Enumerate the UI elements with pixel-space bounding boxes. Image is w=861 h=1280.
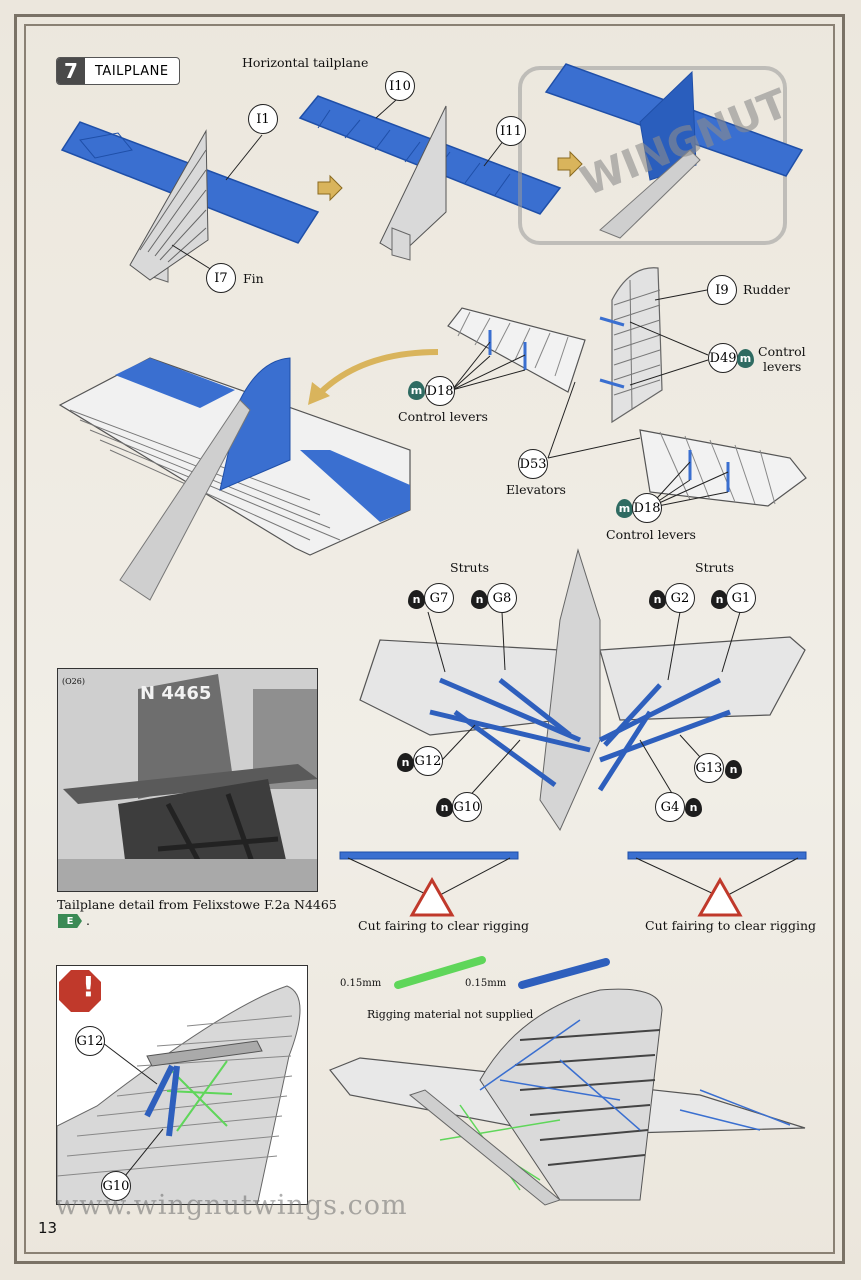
struts-label-left: Struts [450, 560, 490, 575]
callout-i9: I9 [707, 275, 737, 305]
rudder-label: Rudder [743, 282, 790, 297]
paint-n-g8: n [471, 590, 488, 609]
caption-end: . [86, 913, 90, 928]
rigging-size-green: 0.15mm [340, 978, 382, 989]
callout-i10: I10 [385, 71, 415, 101]
callout-g2: G2 [665, 583, 695, 613]
rigging-size-blue: 0.15mm [465, 978, 507, 989]
inset-illustration [57, 970, 301, 1204]
callout-d49: D49 [708, 343, 738, 373]
tailplane-step-c [544, 63, 804, 239]
control-levers-d18-lower-label: Control levers [606, 527, 696, 542]
paint-m-d18a: m [408, 381, 425, 400]
page-border-outer [14, 14, 845, 1264]
page-number: 13 [38, 1219, 58, 1237]
warning-icon: ! [82, 970, 95, 1003]
page-border-inner [24, 24, 835, 1254]
callout-g1: G1 [726, 583, 756, 613]
rigging-note: Rigging material not supplied [367, 1008, 534, 1021]
paint-n-g13: n [725, 760, 742, 779]
tailplane-step-a [60, 121, 320, 283]
elevator-upper [447, 307, 586, 393]
photo-image [58, 669, 317, 891]
paint-n-g7: n [408, 590, 425, 609]
callout-i1: I1 [248, 104, 278, 134]
blue-rigging-sample [518, 958, 610, 989]
photo-tail-code: N 4465 [140, 683, 212, 704]
tailplane-assembled [58, 357, 411, 601]
green-rigging-sample [394, 956, 486, 989]
warning-inset: ! G12 G10 [56, 965, 308, 1205]
paint-m-d18b: m [616, 499, 633, 518]
paint-n-g1: n [711, 590, 728, 609]
cut-fairing-left-label: Cut fairing to clear rigging [358, 918, 530, 933]
tailplane-step-b [298, 95, 562, 261]
reference-badge-e: E [58, 914, 82, 928]
website-watermark: www.wingnutwings.com [55, 1190, 408, 1221]
struts-diagram [359, 548, 806, 832]
callout-g12: G12 [413, 746, 443, 776]
callout-d18-upper: D18 [425, 376, 455, 406]
control-levers-d18-upper-label: Control levers [398, 409, 488, 424]
paint-n-g10: n [436, 798, 453, 817]
paint-n-g12: n [397, 753, 414, 772]
callout-g10: G10 [452, 792, 482, 822]
photo-tag: (O26) [62, 677, 85, 686]
callout-g4: G4 [655, 792, 685, 822]
callout-g13: G13 [694, 753, 724, 783]
paint-n-g2: n [649, 590, 666, 609]
control-levers-label-b: levers [763, 359, 802, 374]
step-title: TAILPLANE [95, 63, 169, 79]
callout-d53: D53 [518, 449, 548, 479]
struts-label-right: Struts [695, 560, 735, 575]
cut-fairing-right [627, 851, 807, 917]
control-levers-label-a: Control [758, 344, 806, 359]
callout-i11: I11 [496, 116, 526, 146]
rigged-tailplane [329, 988, 806, 1206]
inset-callout-g10: G10 [101, 1171, 131, 1201]
rudder-part [599, 267, 709, 424]
callout-g8: G8 [487, 583, 517, 613]
elevator-lower [547, 381, 807, 509]
inset-callout-g12: G12 [75, 1026, 105, 1056]
cut-fairing-right-label: Cut fairing to clear rigging [645, 918, 817, 933]
elevators-label: Elevators [506, 482, 566, 497]
callout-d18-lower: D18 [632, 493, 662, 523]
reference-photo: (O26) N 4465 [57, 668, 318, 892]
step-number: 7 [57, 58, 85, 84]
paint-m-d49: m [737, 349, 754, 368]
callout-g7: G7 [424, 583, 454, 613]
paint-n-g4: n [685, 798, 702, 817]
cut-fairing-left [339, 851, 519, 917]
fin-label: Fin [243, 271, 264, 286]
step-header: 7 TAILPLANE [56, 57, 180, 85]
photo-caption: Tailplane detail from Felixstowe F.2a N4… [57, 897, 337, 912]
horizontal-tailplane-label: Horizontal tailplane [242, 55, 369, 70]
callout-i7: I7 [206, 263, 236, 293]
